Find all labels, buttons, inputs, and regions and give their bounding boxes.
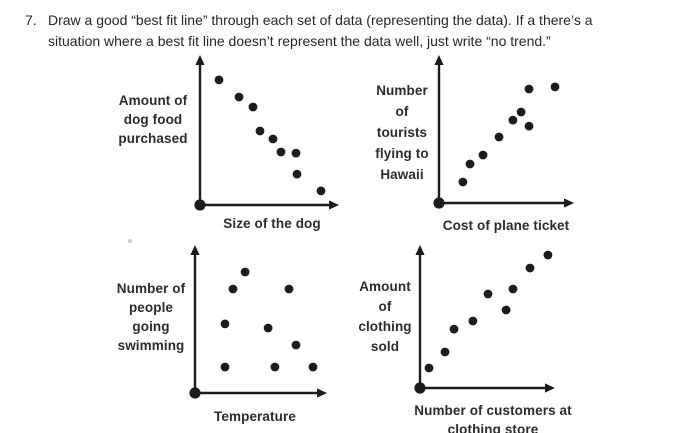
data-point <box>424 363 434 373</box>
scatter-plot-swimming <box>189 245 327 399</box>
data-point <box>524 84 534 94</box>
data-point <box>255 126 265 136</box>
clothing-y-axis-label: Amount of clothing sold <box>358 279 412 354</box>
y-axis-arrow-icon <box>190 245 200 255</box>
scatter-plot-dogfood <box>194 55 339 211</box>
y-axis-arrow-icon <box>415 245 425 255</box>
x-axis-arrow-icon <box>545 383 555 393</box>
x-axis-arrow-icon <box>317 388 327 398</box>
data-point <box>284 284 294 294</box>
question-text: Draw a good “best fit line” through each… <box>48 12 593 49</box>
origin-dot <box>414 382 426 394</box>
data-point <box>501 305 511 315</box>
data-point <box>508 115 518 125</box>
data-point <box>468 316 478 326</box>
data-point <box>214 75 224 85</box>
data-point <box>494 132 504 142</box>
data-point <box>220 362 230 372</box>
data-point <box>292 169 302 179</box>
clothing-x-axis-label: Number of customers at clothing store <box>414 403 572 433</box>
y-axis-arrow-icon <box>434 55 444 65</box>
x-axis-arrow-icon <box>564 198 574 208</box>
data-point <box>240 267 250 277</box>
data-point <box>316 186 326 196</box>
swimming-y-axis-label: Number of people going swimming <box>116 281 186 353</box>
data-point <box>543 250 553 260</box>
data-point <box>525 263 535 273</box>
question-number: 7. <box>25 12 37 28</box>
origin-dot <box>194 199 206 211</box>
data-point <box>483 289 493 299</box>
data-point <box>268 134 278 144</box>
data-point <box>276 147 286 157</box>
data-point <box>263 323 273 333</box>
data-point <box>220 319 230 329</box>
data-point <box>234 92 244 102</box>
data-point <box>248 102 258 112</box>
x-axis-arrow-icon <box>329 200 339 210</box>
data-point <box>291 340 301 350</box>
dogfood-y-axis-label: Amount of dog food purchased <box>118 93 188 146</box>
data-point <box>440 347 450 357</box>
origin-dot <box>189 387 201 399</box>
data-point <box>465 159 475 169</box>
data-point <box>449 324 459 334</box>
data-point <box>291 148 301 158</box>
data-point <box>308 362 318 372</box>
tourists-x-axis-label: Cost of plane ticket <box>442 218 570 233</box>
data-point <box>524 121 534 131</box>
data-point <box>478 150 488 160</box>
scatter-plot-clothing <box>414 245 555 394</box>
scatter-plot-tourists <box>433 55 574 209</box>
data-point <box>228 284 238 294</box>
origin-dot <box>433 197 445 209</box>
data-point <box>270 362 280 372</box>
scan-stray-mark <box>128 239 132 243</box>
swimming-x-axis-label: Temperature <box>214 409 296 424</box>
data-point <box>458 177 468 187</box>
y-axis-arrow-icon <box>195 55 205 65</box>
data-point <box>550 82 560 92</box>
tourists-y-axis-label: Number of tourists flying to Hawaii <box>375 83 429 182</box>
data-point <box>516 107 526 117</box>
data-point <box>508 284 518 294</box>
dogfood-x-axis-label: Size of the dog <box>223 216 321 231</box>
